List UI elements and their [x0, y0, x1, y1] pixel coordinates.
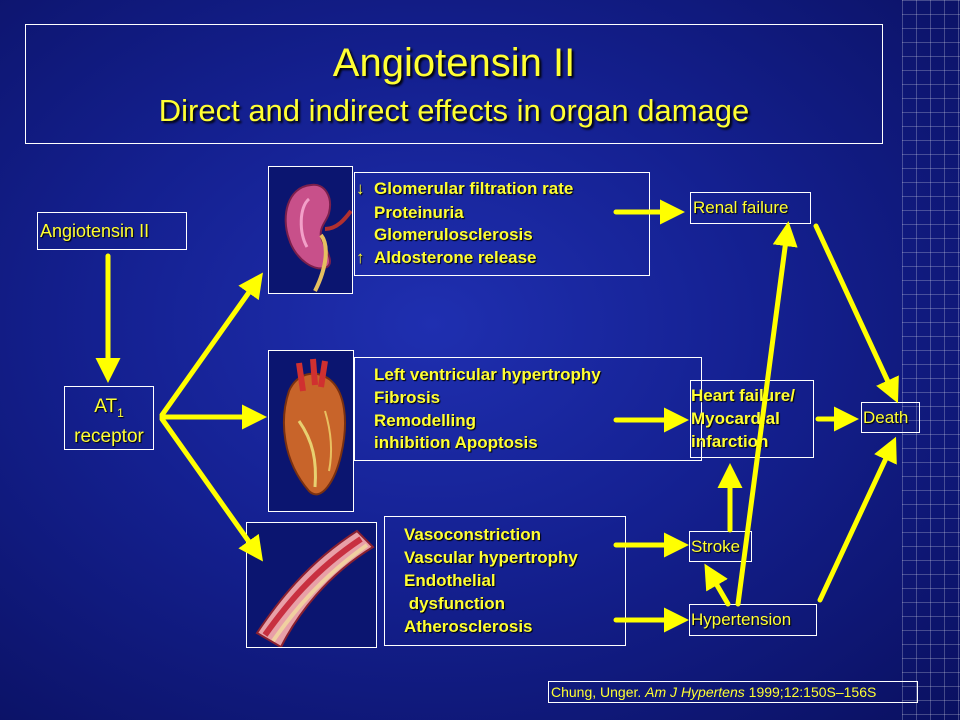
heart-failure-line-3: infarction — [691, 432, 769, 451]
renal-failure-node: Renal failure — [690, 192, 811, 224]
slide-subtitle: Direct and indirect effects in organ dam… — [158, 93, 750, 128]
heart-effect-3: Remodelling — [374, 411, 477, 430]
vessel-effect-5: Atherosclerosis — [404, 617, 533, 636]
artery-icon — [247, 523, 376, 647]
vessel-effect-2: Vascular hypertrophy — [404, 548, 578, 567]
angiotensin-label: Angiotensin II — [40, 221, 150, 241]
heart-effect-1: Left ventricular hypertrophy — [374, 365, 601, 384]
arrow-hypertension-to-stroke — [704, 563, 731, 607]
arrow-hypertension-to-death — [817, 436, 897, 603]
heart-image — [268, 350, 354, 512]
slide-title: Angiotensin II — [332, 41, 576, 85]
heart-failure-line-2: Myocardial — [691, 409, 780, 428]
title-box: Angiotensin II Direct and indirect effec… — [25, 24, 883, 144]
kidney-effect-3: Glomerulosclerosis — [374, 225, 533, 244]
kidney-effect-1: ↓Glomerular filtration rate — [356, 179, 574, 198]
death-label: Death — [863, 408, 909, 427]
citation: Chung, Unger. Am J Hypertens 1999;12:150… — [548, 681, 918, 703]
arrow-at1-to-artery — [159, 416, 263, 562]
at1-receptor-node: AT1 receptor — [64, 386, 154, 450]
heart-effect-4: inhibition Apoptosis — [374, 433, 538, 452]
arrow-at1-to-kidney — [159, 272, 263, 418]
vessel-effect-4: dysfunction — [404, 594, 506, 613]
kidney-icon — [269, 167, 352, 293]
vessel-effects-box — [384, 516, 626, 646]
vessel-effect-3: Endothelial — [404, 571, 496, 590]
heart-failure-line-1: Heart failure/ — [691, 386, 795, 405]
heart-effects-box — [354, 357, 702, 461]
stroke-node: Stroke — [689, 531, 752, 562]
hypertension-node: Hypertension — [689, 604, 817, 636]
grid-decoration — [902, 0, 960, 720]
stroke-label: Stroke — [691, 537, 741, 556]
receptor-label: receptor — [74, 425, 144, 447]
angiotensin-node: Angiotensin II — [37, 212, 187, 250]
arrow-renal-to-death — [813, 223, 899, 404]
vessel-effect-1: Vasoconstriction — [404, 525, 541, 544]
kidney-effect-4: ↑Aldosterone release — [356, 248, 537, 267]
at1-label: AT1 — [94, 396, 124, 420]
hypertension-label: Hypertension — [691, 610, 792, 629]
heart-icon — [269, 351, 353, 511]
heart-effect-2: Fibrosis — [374, 388, 441, 407]
heart-failure-node: Heart failure/ Myocardial infarction — [690, 380, 814, 458]
kidney-effect-2: Proteinuria — [374, 203, 464, 222]
renal-failure-label: Renal failure — [693, 198, 789, 217]
kidney-effects-box — [354, 172, 650, 276]
kidney-image — [268, 166, 353, 294]
artery-image — [246, 522, 377, 648]
arrow-hypertension-to-renal — [735, 221, 798, 607]
